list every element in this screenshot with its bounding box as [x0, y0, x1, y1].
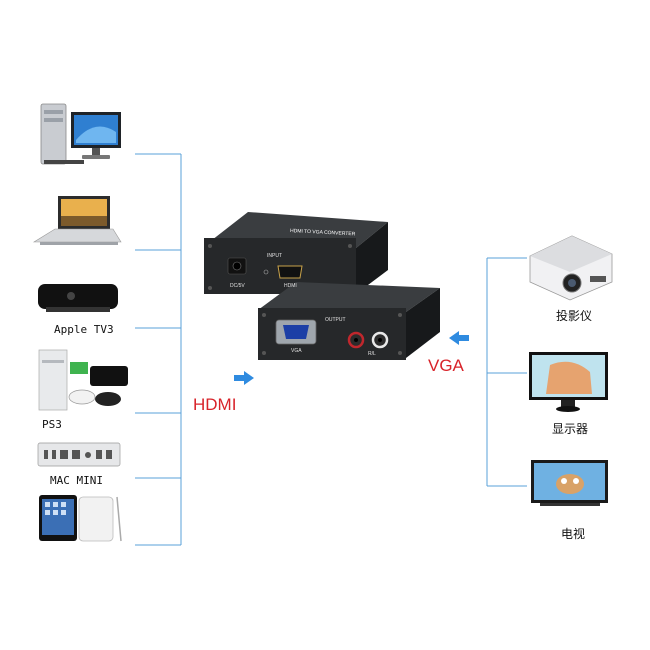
mac-mini-label: MAC MINI — [50, 474, 103, 487]
right-connector-lines — [486, 257, 527, 487]
laptop-icon — [32, 196, 122, 245]
converter-front-unit — [258, 282, 440, 360]
power-panel-label: DC/5V — [230, 283, 245, 289]
projector-icon — [529, 235, 613, 301]
ps3-label: PS3 — [42, 418, 62, 431]
input-arrow-icon — [234, 371, 254, 385]
tablet-icon — [39, 495, 122, 542]
hdmi-port — [277, 265, 303, 279]
game-console-icon — [38, 349, 128, 411]
left-connector-lines — [135, 153, 182, 546]
vga-port — [275, 319, 317, 345]
hdmi-panel-label: HDMI — [284, 283, 297, 289]
converter-back-unit: HDMI TO VGA CONVERTER — [204, 212, 388, 294]
television-label: 电视 — [561, 527, 586, 541]
projector-label: 投影仪 — [556, 309, 593, 323]
audio-panel-label: R/L — [368, 351, 376, 357]
output-panel-label: OUTPUT — [325, 317, 346, 323]
hdmi-signal-label: HDMI — [193, 395, 237, 414]
svg-text:HDMI TO VGA CONVERTER: HDMI TO VGA CONVERTER — [290, 228, 356, 237]
input-panel-label: INPUT — [267, 253, 282, 259]
audio-red-jack — [347, 331, 365, 349]
power-jack — [227, 257, 247, 275]
desktop-pc-icon — [40, 103, 121, 165]
mac-mini-icon — [37, 442, 121, 467]
television-icon — [531, 460, 608, 506]
apple-tv-icon — [38, 284, 118, 312]
monitor-icon — [529, 352, 608, 412]
vga-signal-label: VGA — [428, 356, 464, 375]
output-arrow-icon — [449, 331, 469, 345]
vga-panel-label: VGA — [291, 348, 302, 354]
audio-white-jack — [371, 331, 389, 349]
monitor-label: 显示器 — [552, 422, 589, 436]
apple-tv-label: Apple TV3 — [54, 323, 114, 336]
